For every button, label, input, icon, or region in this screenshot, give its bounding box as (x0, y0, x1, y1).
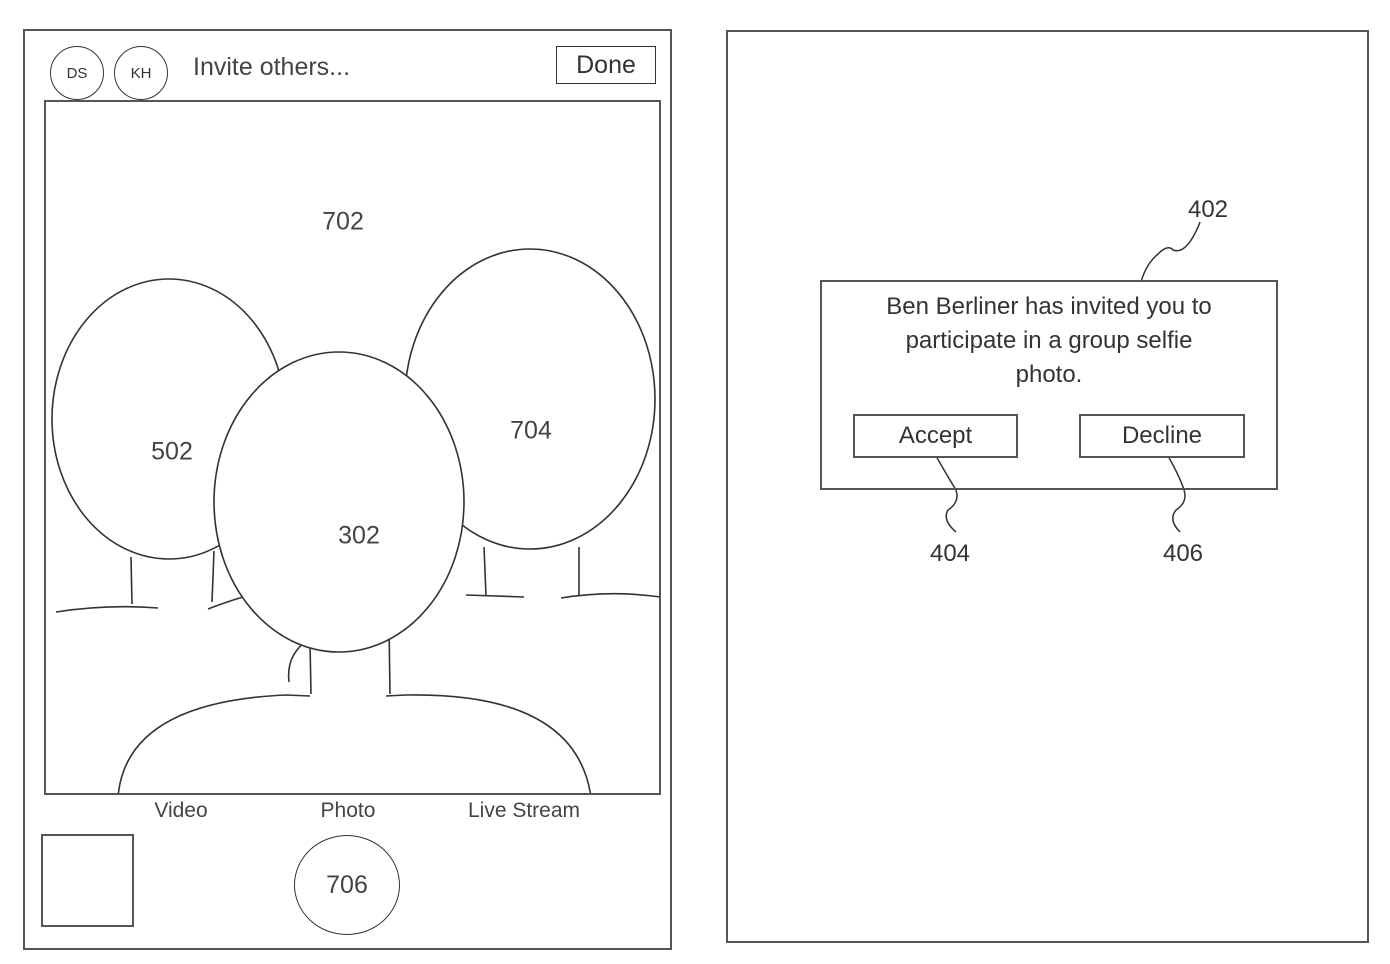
shoulder-line (560, 592, 659, 599)
invitation-screen: 402 Ben Berliner has invited you to part… (726, 30, 1369, 943)
invitation-message: Ben Berliner has invited you to particip… (822, 290, 1276, 392)
camera-viewfinder: 702 502 704 302 (44, 100, 661, 795)
reference-label-702: 702 (322, 207, 364, 236)
reference-label-404: 404 (929, 540, 971, 567)
reference-label-406: 406 (1162, 540, 1204, 567)
avatar-initials: KH (130, 64, 152, 82)
neck-line (211, 550, 215, 603)
figure-back-right (404, 248, 659, 599)
shoulder-line (117, 694, 311, 793)
message-line: Ben Berliner has invited you to (886, 293, 1212, 320)
head-outline-front (213, 351, 465, 653)
figure-front-center (117, 351, 592, 793)
shutter-reference-label: 706 (326, 870, 368, 899)
reference-label-402: 402 (1187, 196, 1229, 223)
done-button[interactable]: Done (556, 46, 656, 84)
message-line: participate in a group selfie (905, 327, 1193, 354)
shoulder-line (55, 605, 159, 613)
neck-line (309, 641, 312, 695)
participant-avatar-ds[interactable]: DS (50, 46, 104, 100)
neck-line (483, 546, 487, 597)
figure-label-704: 704 (510, 416, 552, 445)
ear-line (287, 641, 306, 683)
shutter-button[interactable]: 706 (294, 835, 400, 935)
figure-label-502: 502 (151, 437, 193, 466)
invitation-dialog: Ben Berliner has invited you to particip… (820, 280, 1278, 490)
shoulder-line (207, 596, 244, 610)
accept-button[interactable]: Accept (853, 414, 1018, 458)
mode-tab-photo[interactable]: Photo (320, 799, 376, 822)
invite-others-link[interactable]: Invite others... (193, 53, 351, 81)
camera-screen: DS KH Invite others... Done (23, 29, 672, 950)
shoulder-line (465, 594, 525, 598)
leader-line-402 (1140, 221, 1201, 283)
mode-tab-video[interactable]: Video (154, 799, 208, 822)
decline-button[interactable]: Decline (1079, 414, 1245, 458)
message-line: photo. (1015, 361, 1083, 388)
gallery-thumbnail[interactable] (41, 834, 134, 927)
viewfinder-figures (51, 248, 659, 793)
avatar-initials: DS (66, 64, 88, 82)
neck-line (130, 556, 133, 605)
figure-label-302: 302 (338, 521, 380, 550)
mode-tab-live-stream[interactable]: Live Stream (467, 799, 581, 822)
participant-avatar-kh[interactable]: KH (114, 46, 168, 100)
shoulder-line (385, 694, 592, 793)
